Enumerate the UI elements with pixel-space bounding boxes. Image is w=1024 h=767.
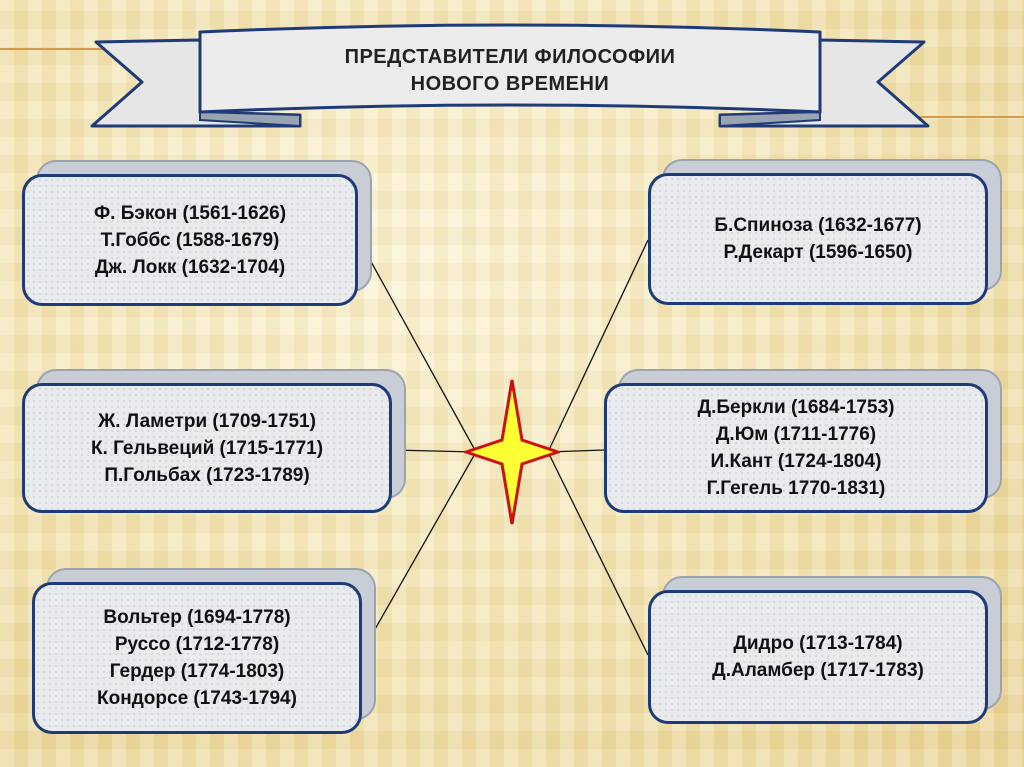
philosopher-entry: К. Гельвеций (1715-1771)	[90, 437, 324, 459]
title-line-2: НОВОГО ВРЕМЕНИ	[410, 73, 610, 95]
philosopher-entry: Кондорсе (1743-1794)	[97, 688, 297, 709]
philosopher-entry: Б.Спиноза (1632-1677)	[714, 215, 922, 236]
connector-middle-left	[391, 449, 477, 453]
philosopher-entry: Дидро (1713-1784)	[733, 633, 903, 654]
philosopher-entry: Ф. Бэкон (1561-1626)	[93, 202, 287, 224]
philosophers-box-bottom-left: Вольтер (1694-1778) Руссо (1712-1778) Ге…	[32, 582, 362, 734]
philosophers-box-top-right: Б.Спиноза (1632-1677) Р.Декарт (1596-165…	[648, 173, 988, 305]
connector-top-left	[357, 237, 477, 453]
philosopher-entry: Д.Беркли (1684-1753)	[697, 397, 895, 418]
connector-bottom-left	[361, 451, 477, 653]
philosopher-entry: Вольтер (1694-1778)	[103, 607, 291, 628]
title-line-1: ПРЕДСТАВИТЕЛИ ФИЛОСОФИИ	[344, 46, 676, 68]
connector-top-right	[547, 239, 649, 453]
philosophers-box-middle-left: Ж. Ламетри (1709-1751) К. Гельвеций (171…	[22, 383, 392, 513]
philosophers-box-bottom-right: Дидро (1713-1784) Д.Аламбер (1717-1783)	[648, 590, 988, 724]
philosopher-entry: Д.Аламбер (1717-1783)	[712, 660, 924, 681]
title-ribbon	[90, 23, 930, 128]
philosopher-entry: Т.Гоббс (1588-1679)	[100, 229, 280, 251]
philosopher-entry: Д.Юм (1711-1776)	[715, 424, 877, 445]
central-star-icon	[464, 379, 560, 525]
philosopher-entry: Дж. Локк (1632-1704)	[94, 256, 286, 278]
philosophers-box-top-left: Ф. Бэкон (1561-1626) Т.Гоббс (1588-1679)…	[22, 174, 358, 306]
philosopher-entry: Г.Гегель 1770-1831)	[706, 478, 886, 499]
page-title: ПРЕДСТАВИТЕЛИ ФИЛОСОФИИ НОВОГО ВРЕМЕНИ	[230, 44, 790, 98]
philosopher-entry: Ж. Ламетри (1709-1751)	[98, 410, 316, 432]
philosophers-box-middle-right: Д.Беркли (1684-1753) Д.Юм (1711-1776) И.…	[604, 383, 988, 513]
connector-bottom-right	[547, 451, 649, 656]
philosopher-entry: Руссо (1712-1778)	[114, 634, 280, 655]
philosopher-entry: Гердер (1774-1803)	[109, 661, 285, 682]
philosopher-entry: Р.Декарт (1596-1650)	[723, 242, 913, 263]
philosopher-entry: И.Кант (1724-1804)	[710, 451, 882, 472]
decorative-line-right	[820, 116, 1024, 118]
decorative-line-left	[0, 48, 200, 50]
philosopher-entry: П.Гольбах (1723-1789)	[104, 464, 310, 486]
